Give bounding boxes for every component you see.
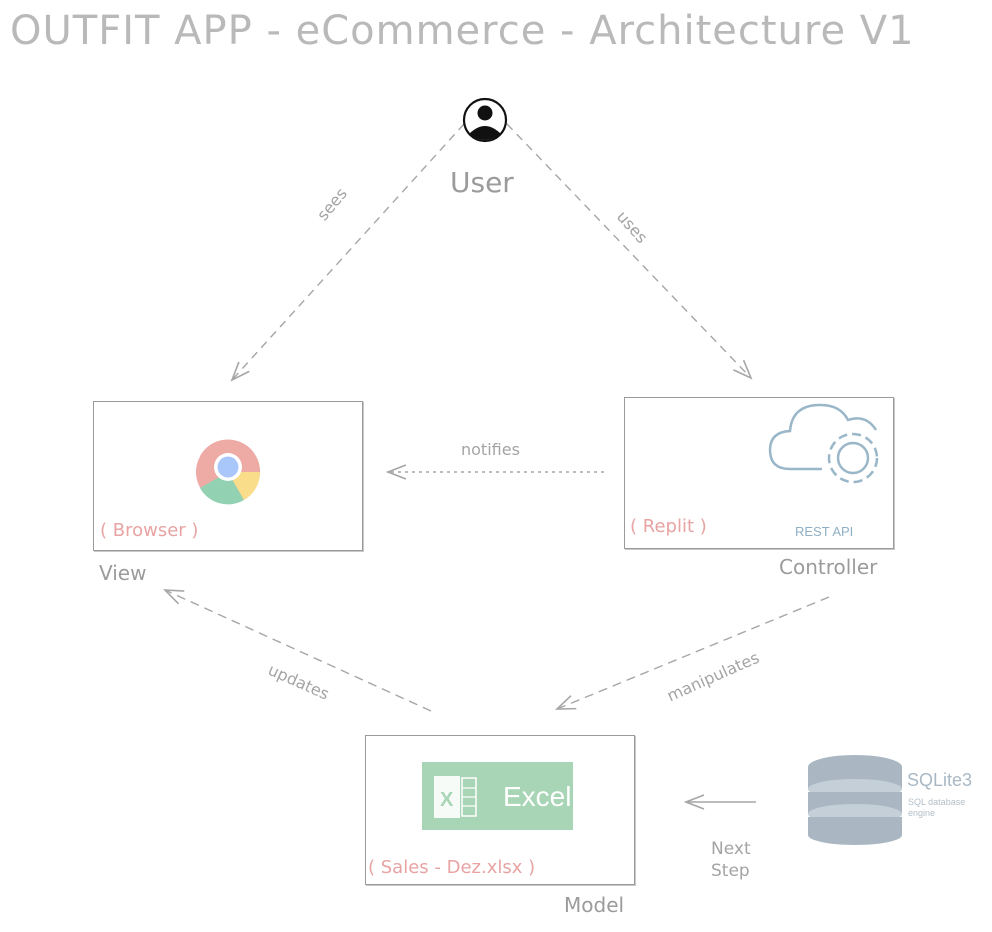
chrome-icon <box>196 439 261 505</box>
model-tag: ( Sales - Dez.xlsx ) <box>368 857 536 878</box>
controller-label: Controller <box>779 555 878 579</box>
diagram-title: OUTFIT APP - eCommerce - Architecture V1 <box>10 8 915 54</box>
user-label: User <box>450 166 514 199</box>
view-tag: ( Browser ) <box>100 520 199 541</box>
database-icon <box>808 755 902 845</box>
controller-tag: ( Replit ) <box>630 516 707 537</box>
view-box <box>93 401 363 551</box>
view-label: View <box>99 561 147 585</box>
next-step-label: Next Step <box>711 839 751 881</box>
sqlite-subtitle: SQL database engine <box>908 797 966 818</box>
edge-label-notifies: notifies <box>461 440 520 459</box>
model-box <box>365 735 635 885</box>
svg-text:X: X <box>440 789 454 811</box>
excel-icon: X <box>422 762 573 830</box>
rest-api-badge: REST API <box>795 524 854 539</box>
edge-updates <box>165 590 432 712</box>
cloud-gear-icon <box>768 403 879 484</box>
model-label: Model <box>564 893 625 917</box>
edge-manipulates <box>557 596 830 709</box>
controller-box <box>624 397 894 549</box>
sqlite-name: SQLite3 <box>907 770 973 790</box>
edge-uses <box>506 123 751 378</box>
excel-app-label: Excel <box>503 781 572 812</box>
user-icon <box>462 97 508 143</box>
edge-sees <box>232 123 465 380</box>
